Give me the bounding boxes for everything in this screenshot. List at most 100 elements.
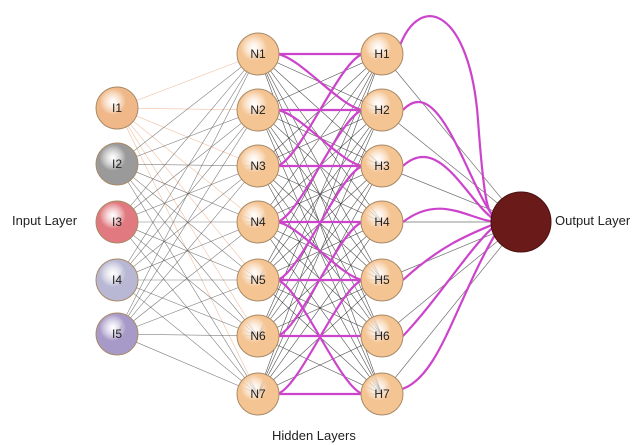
output-node-circle <box>490 191 552 253</box>
hidden2-node-h1-label: H1 <box>374 47 390 61</box>
hidden1-node-n5-label: N5 <box>250 273 266 287</box>
input-node-i3-label: I3 <box>112 215 122 229</box>
edge-hidden2-output <box>381 221 522 395</box>
hidden1-node-n4: N4 <box>236 200 280 244</box>
hidden1-node-n2-circle <box>236 88 280 132</box>
input-node-i2-circle <box>95 142 139 186</box>
edge-input-hidden1 <box>116 279 259 335</box>
edge-input-hidden1 <box>116 53 259 109</box>
hidden1-node-n5-circle <box>236 258 280 302</box>
hidden1-node-n2: N2 <box>236 88 280 132</box>
input-node-i2: I2 <box>95 142 139 186</box>
highlight-edge-hidden <box>276 108 364 168</box>
hidden1-node-n4-circle <box>236 200 280 244</box>
hidden2-node-h2-label: H2 <box>374 103 390 117</box>
edge-hidden1-hidden2 <box>257 335 383 395</box>
edge-input-hidden1 <box>116 109 259 223</box>
edge-input-hidden1 <box>116 53 259 165</box>
hidden1-node-n1-label: N1 <box>250 47 266 61</box>
highlight-edge-hidden <box>276 220 364 282</box>
highlight-edge-hidden <box>276 52 364 112</box>
hidden2-node-h6: H6 <box>360 314 404 358</box>
hidden1-node-n3: N3 <box>236 144 280 188</box>
hidden2-node-h3: H3 <box>360 144 404 188</box>
input-node-i5: I5 <box>95 312 139 356</box>
input-node-i1-circle <box>95 86 139 130</box>
hidden2-node-h5: H5 <box>360 258 404 302</box>
hidden2-node-h3-label: H3 <box>374 159 390 173</box>
input-node-i2-label: I2 <box>112 157 122 171</box>
hidden2-node-h3-circle <box>360 144 404 188</box>
hidden1-node-n4-label: N4 <box>250 215 266 229</box>
edge-input-hidden1 <box>116 279 259 395</box>
hidden2-node-h1-circle <box>360 32 404 76</box>
edge-input-hidden1 <box>116 163 259 223</box>
input-layer-label: Input Layer <box>12 213 78 228</box>
highlight-edge-hidden <box>276 278 364 396</box>
hidden2-node-h4-label: H4 <box>374 215 390 229</box>
hidden1-node-n1: N1 <box>236 32 280 76</box>
edges <box>116 53 522 395</box>
input-node-i5-label: I5 <box>112 327 122 341</box>
input-node-i4: I4 <box>95 258 139 302</box>
hidden2-node-h5-circle <box>360 258 404 302</box>
hidden2-node-h2-circle <box>360 88 404 132</box>
edge-input-hidden1 <box>116 163 259 167</box>
hidden1-node-n3-label: N3 <box>250 159 266 173</box>
hidden1-node-n1-circle <box>236 32 280 76</box>
hidden1-node-n7-circle <box>236 372 280 416</box>
highlight-edge-hidden <box>276 164 364 282</box>
input-node-i4-circle <box>95 258 139 302</box>
highlight-edge-output <box>402 156 500 224</box>
output-node <box>490 191 552 253</box>
edge-input-hidden1 <box>116 53 259 335</box>
hidden2-node-h6-label: H6 <box>374 329 390 343</box>
hidden1-node-n3-circle <box>236 144 280 188</box>
edge-hidden1-hidden2 <box>257 221 383 395</box>
input-node-i1: I1 <box>95 86 139 130</box>
hidden2-node-h7-circle <box>360 372 404 416</box>
hidden1-node-n6: N6 <box>236 314 280 358</box>
edge-input-hidden1 <box>116 333 259 395</box>
hidden1-node-n6-label: N6 <box>250 329 266 343</box>
hidden2-node-h4-circle <box>360 200 404 244</box>
highlight-edge-output <box>397 15 502 223</box>
input-node-i1-label: I1 <box>112 101 122 115</box>
edge-input-hidden1 <box>116 109 259 165</box>
edge-input-hidden1 <box>116 165 259 281</box>
hidden2-node-h6-circle <box>360 314 404 358</box>
edge-input-hidden1 <box>116 221 259 337</box>
highlight-edge-hidden <box>276 220 364 338</box>
hidden2-node-h7: H7 <box>360 372 404 416</box>
edge-input-hidden1 <box>116 221 259 281</box>
edge-input-hidden1 <box>116 53 259 281</box>
hidden-layers-label: Hidden Layers <box>272 428 356 443</box>
highlight-edge-output <box>398 227 500 392</box>
highlight-edge-hidden <box>276 108 364 224</box>
hidden1-node-n6-circle <box>236 314 280 358</box>
highlight-edge-output <box>402 100 500 223</box>
edge-input-hidden1 <box>116 109 259 281</box>
hidden2-node-h2: H2 <box>360 88 404 132</box>
edge-hidden2-output <box>381 53 522 223</box>
input-node-i5-circle <box>95 312 139 356</box>
hidden1-node-n5: N5 <box>236 258 280 302</box>
highlight-edge-output <box>402 221 500 337</box>
edge-input-hidden1 <box>116 165 259 335</box>
hidden2-node-h7-label: H7 <box>374 387 390 401</box>
hidden1-node-n7: N7 <box>236 372 280 416</box>
input-node-i3-circle <box>95 200 139 244</box>
highlight-edge-output <box>402 207 500 224</box>
hidden2-node-h5-label: H5 <box>374 273 390 287</box>
edge-input-hidden1 <box>116 279 259 337</box>
edge-input-hidden1 <box>116 53 259 223</box>
highlight-edges <box>276 15 502 396</box>
edge-hidden1-hidden2 <box>257 53 383 337</box>
edge-input-hidden1 <box>116 109 259 335</box>
edge-input-hidden1 <box>116 221 259 335</box>
hidden2-node-h4: H4 <box>360 200 404 244</box>
hidden2-node-h1: H1 <box>360 32 404 76</box>
